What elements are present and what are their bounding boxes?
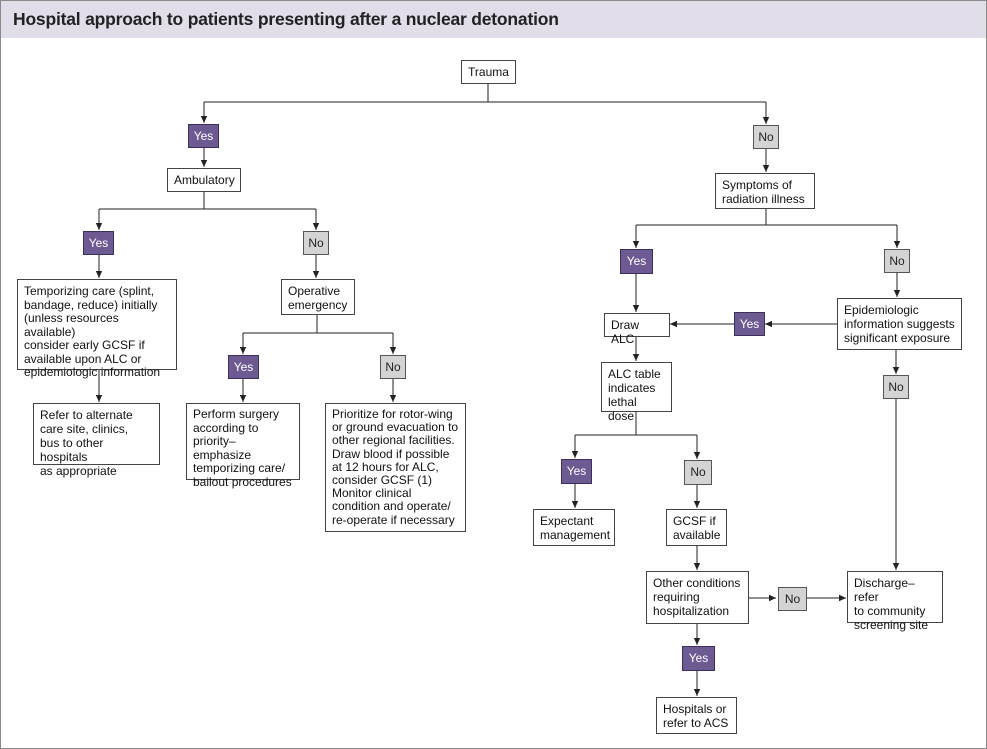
no-badge: No bbox=[884, 249, 910, 273]
node-draw-alc: Draw ALC bbox=[604, 313, 670, 346]
node-temporizing-care: Temporizing care (splint, bandage, reduc… bbox=[17, 279, 177, 379]
no-badge: No bbox=[883, 375, 909, 399]
node-expectant: Expectant management bbox=[533, 509, 615, 546]
node-ambulatory: Ambulatory bbox=[167, 168, 241, 192]
node-other-conditions: Other conditions requiring hospitalizati… bbox=[646, 571, 749, 624]
yes-badge: Yes bbox=[734, 312, 765, 336]
node-symptoms: Symptoms of radiation illness bbox=[715, 173, 815, 209]
yes-badge: Yes bbox=[561, 459, 592, 484]
yes-badge: Yes bbox=[620, 249, 653, 274]
yes-badge: Yes bbox=[682, 646, 715, 671]
yes-badge: Yes bbox=[188, 124, 219, 148]
node-hospitals-acs: Hospitals or refer to ACS bbox=[656, 697, 737, 734]
node-gcsf: GCSF if available bbox=[666, 509, 727, 546]
node-refer-alternate: Refer to alternate care site, clinics, b… bbox=[33, 403, 160, 478]
no-badge: No bbox=[753, 125, 779, 149]
title-bar: Hospital approach to patients presenting… bbox=[1, 1, 986, 38]
node-epidemiologic: Epidemiologic information suggests signi… bbox=[837, 298, 962, 350]
yes-badge: Yes bbox=[228, 355, 259, 379]
node-trauma: Trauma bbox=[461, 60, 516, 84]
node-discharge: Discharge–refer to community screening s… bbox=[847, 571, 943, 632]
no-badge: No bbox=[380, 355, 406, 379]
figure-title: Hospital approach to patients presenting… bbox=[13, 9, 559, 29]
node-operative-emergency: Operative emergency bbox=[281, 279, 355, 315]
yes-badge: Yes bbox=[83, 231, 114, 255]
node-prioritize-evacuation: Prioritize for rotor-wing or ground evac… bbox=[325, 403, 466, 532]
no-badge: No bbox=[303, 231, 329, 255]
no-badge: No bbox=[778, 587, 807, 611]
node-alc-table: ALC table indicates lethal dose bbox=[601, 362, 672, 423]
no-badge: No bbox=[684, 460, 712, 485]
node-perform-surgery: Perform surgery according to priority–em… bbox=[186, 403, 300, 488]
